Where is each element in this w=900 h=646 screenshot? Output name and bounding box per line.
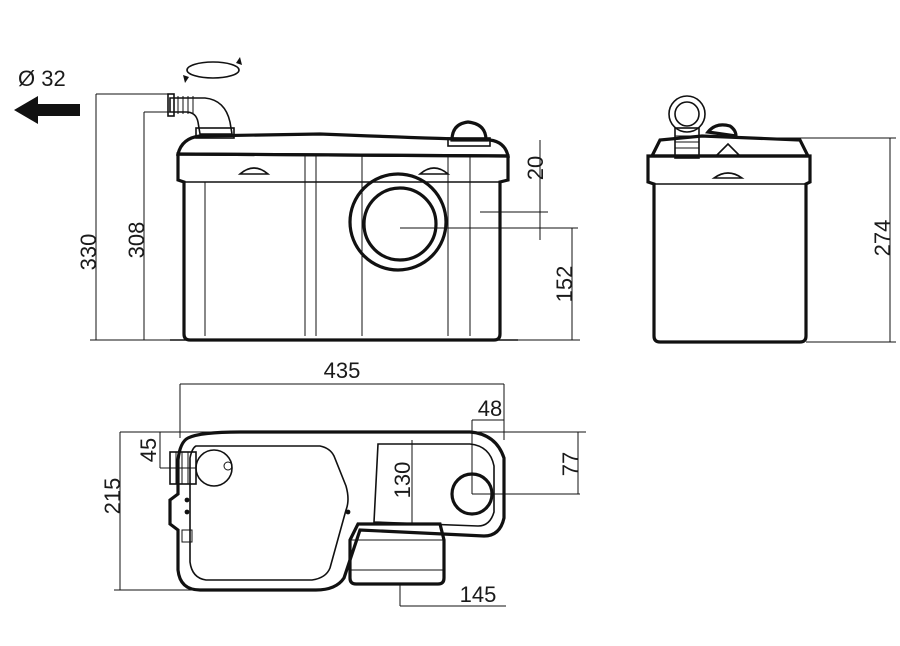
base-width-label: 145 (460, 582, 497, 607)
top-dimension-lines (114, 383, 586, 607)
side-view (646, 95, 812, 344)
top-view (168, 430, 506, 592)
front-dimension-lines (90, 93, 580, 341)
pipe-diameter-label: Ø 32 (18, 66, 66, 91)
outlet-direction-arrow (14, 96, 80, 124)
inlet-center-depth-label: 77 (558, 452, 583, 476)
depth-total-label: 215 (100, 478, 125, 515)
height-total-label: 330 (76, 234, 101, 271)
rotation-icon (183, 57, 242, 83)
outlet-offset-label: 45 (136, 438, 161, 462)
width-total-label: 435 (324, 358, 361, 383)
mid-depth-label: 130 (390, 462, 415, 499)
side-dimension-lines (730, 137, 896, 343)
side-height-label: 274 (870, 220, 895, 257)
inlet-offset-label: 48 (478, 396, 502, 421)
front-view (167, 93, 518, 342)
top-offset-label: 20 (523, 156, 548, 180)
height-outlet-label: 308 (124, 222, 149, 259)
inlet-height-label: 152 (552, 266, 577, 303)
